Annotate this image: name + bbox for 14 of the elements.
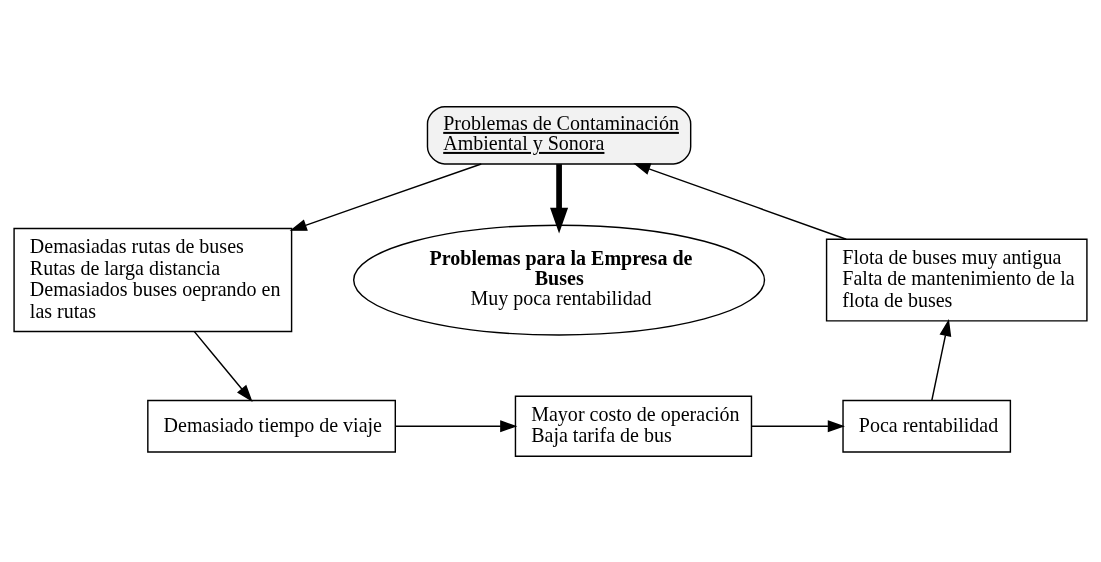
- arrow: [193, 330, 253, 402]
- arrow: [395, 419, 518, 432]
- node-box: Demasiado tiempo de viaje: [147, 399, 396, 453]
- arrow: [550, 163, 569, 234]
- arrow: [931, 318, 952, 401]
- node-box: Mayor costo de operación Baja tarifa de bus: [514, 395, 753, 457]
- node-box: Demasiadas rutas de buses Rutas de larga distancia Demasiados buses oeprando en las rutas: [13, 227, 293, 332]
- node-box: Problemas de Contaminación Ambiental y Sonora: [426, 105, 692, 165]
- arrow: [751, 419, 845, 432]
- arrow: [289, 162, 482, 231]
- node-box: Poca rentabilidad: [842, 399, 1012, 453]
- node-box: Flota de buses muy antigua Falta de mantenimiento de la flota de buses: [825, 238, 1088, 322]
- arrow: [633, 162, 847, 240]
- node-ellipse: Problemas para la Empresa de Buses Muy poca rentabilidad: [352, 223, 766, 336]
